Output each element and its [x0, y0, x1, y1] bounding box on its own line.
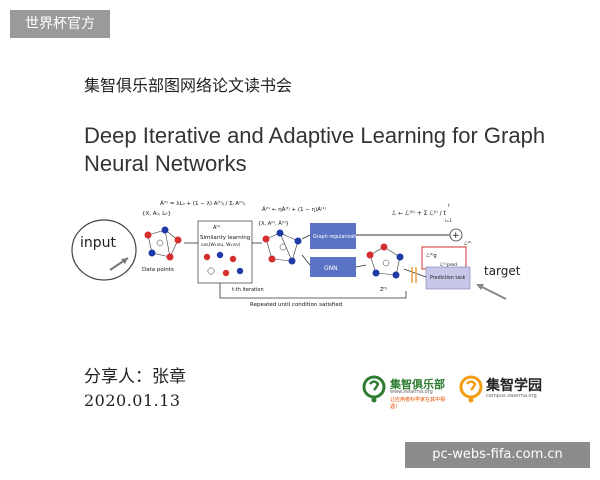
swarma-campus-url: campus.swarma.org	[486, 393, 537, 399]
lpred-label: ℒ⁽ᵗ⁾pred	[440, 262, 457, 268]
target-arrow-head	[476, 284, 484, 290]
paper-title: Deep Iterative and Adaptive Learning for…	[84, 123, 546, 176]
swarma-campus-name: 集智学园	[486, 378, 542, 394]
a-tilde-formula: Ã⁽ᵗ⁾ = λL₀ + (1 − λ) A⁽ᵗ⁾ᵢⱼ / Σⱼ A⁽ᵗ⁾ᵢⱼ	[160, 200, 245, 207]
input-tuple: {X, A₀, L₀}	[142, 211, 171, 217]
input-circle	[71, 219, 137, 281]
graph-reg-box	[310, 223, 356, 249]
similarity-graph	[203, 251, 244, 277]
lg-label: ℒ⁽ᵗ⁾g	[426, 253, 437, 259]
reading-group-subtitle: 集智俱乐部图网络论文读书会	[84, 76, 293, 95]
a-update-formula: Ã⁽ᵗ⁾ ← ηÃ⁽ᵗ⁾ + (1 − η)Ã⁽¹⁾	[262, 206, 327, 213]
target-label: target	[484, 264, 521, 278]
tth-iteration-label: t-th iteration	[232, 287, 264, 293]
arrow-graph2-to-reg	[301, 234, 311, 240]
watermark-bottom: pc-webs-fifa.com.cn	[405, 442, 590, 468]
input-arrow-head	[121, 258, 128, 264]
sum-plus-icon: +	[452, 231, 460, 241]
arrow-gnn-to-output	[355, 264, 367, 268]
loss-sum-top: t	[448, 203, 450, 208]
date-line: 2020.01.13	[84, 391, 181, 410]
swarma-club-icon	[362, 375, 386, 403]
similarity-label: Similarity learning	[200, 235, 250, 241]
arrow-output-to-pred	[403, 268, 427, 278]
input-label: input	[80, 235, 117, 251]
target-arrow	[481, 286, 507, 300]
swarma-club-name: 集智俱乐部	[390, 378, 445, 391]
graph-reg-label: Graph regularization	[313, 234, 362, 240]
middle-graph	[262, 229, 302, 265]
data-points-graph	[144, 226, 182, 261]
speaker-line: 分享人：张章	[84, 367, 186, 387]
swarma-club-logo: 集智俱乐部 www.swarma.org 让应用者科学家在其中相遇！	[360, 374, 450, 410]
output-graph	[366, 243, 404, 279]
prediction-box	[425, 266, 471, 290]
arrow-graph2-to-gnn	[301, 254, 311, 266]
gnn-box	[310, 257, 356, 277]
tuple2-label: {X, A⁽ᵗ⁾, Ã⁽ᵗ⁾}	[258, 220, 289, 227]
method-figure: input {X, A₀, L₀} Data points Ã⁽ᵗ⁾ = λL₀…	[71, 200, 521, 308]
swarma-campus-icon	[459, 375, 483, 403]
repeat-loop-line	[219, 283, 407, 299]
loss-formula: ℒ ← ℒ⁽⁰⁾ + Σ ℒ⁽ⁱ⁾ / t	[392, 210, 447, 217]
prediction-label: Prediction task	[430, 275, 466, 281]
swarma-club-url: www.swarma.org	[390, 389, 433, 395]
l-t-label: ℒ⁽ᵗ⁾	[464, 241, 472, 247]
gnn-label: GNN	[324, 265, 338, 272]
z-t-label: Z⁽ᵗ⁾	[380, 287, 387, 293]
swarma-campus-logo: 集智学园 campus.swarma.org	[458, 374, 558, 404]
data-points-label: Data points	[142, 267, 174, 273]
similarity-formula: cos(W₁⊙u, W₁⊙v)	[201, 242, 241, 248]
watermark-top: 世界杯官方	[10, 10, 110, 38]
repeat-label: Repeated until condition satisfied	[250, 302, 342, 308]
loss-sum-bottom: i=1	[445, 218, 452, 223]
a-t-label: A⁽ᵗ⁾	[213, 225, 220, 231]
swarma-club-tagline: 让应用者科学家在其中相遇！	[390, 397, 446, 410]
